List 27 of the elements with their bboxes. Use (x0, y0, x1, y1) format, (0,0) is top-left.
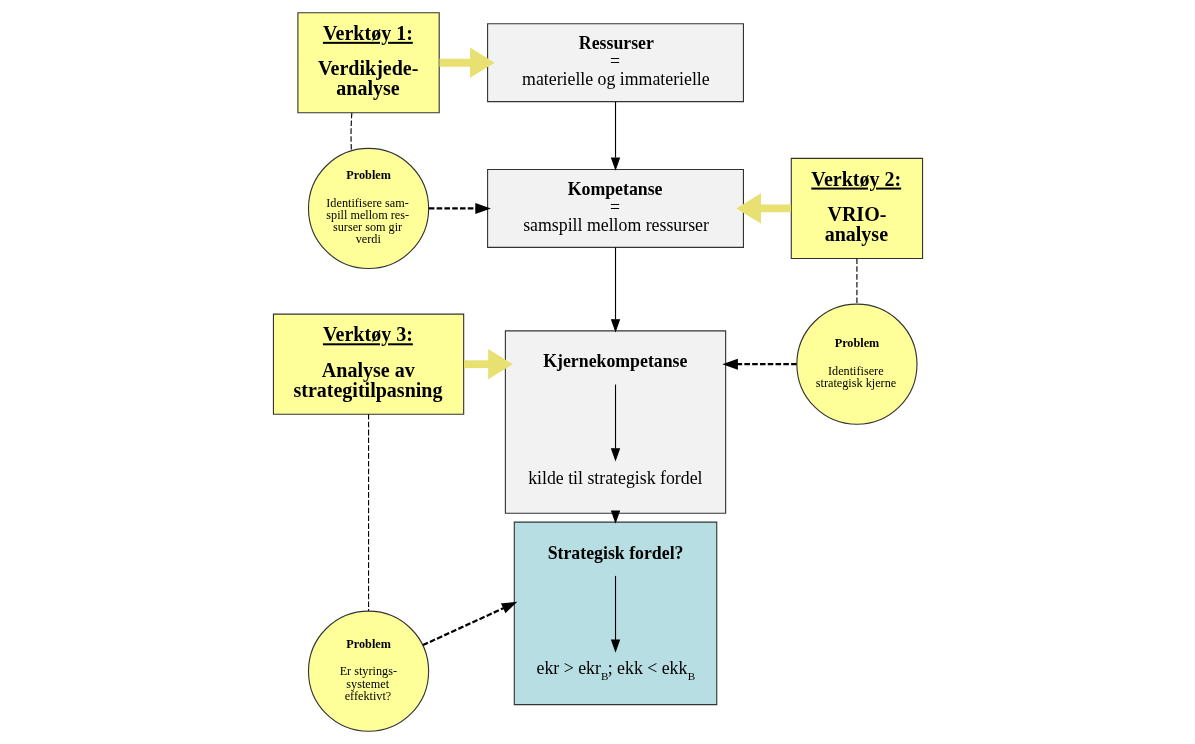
node-box: Verktøy 2: VRIO- analyse (790, 157, 923, 260)
arrow (463, 349, 513, 380)
connector (350, 112, 352, 152)
arrow (610, 101, 620, 171)
node-box: Kompetanse = samspill mellom ressurser (486, 169, 744, 248)
node-box: Verktøy 1: Verdikjede- analyse (296, 12, 440, 114)
arrow (438, 47, 495, 78)
arrow (610, 246, 620, 333)
node-box: Ressurser = materielle og immaterielle (486, 23, 744, 103)
arrow (422, 601, 517, 647)
arrow (610, 575, 620, 653)
node-circle: Problem Identifisere sam- spill mellom res- surser som gir verdi (307, 147, 429, 270)
node-circle: Problem Identifisere strategisk kjerne (795, 303, 918, 425)
arrow (735, 193, 791, 224)
node-text: kilde til strategisk fordel (527, 468, 703, 489)
cluster (504, 330, 726, 514)
arrow (428, 203, 491, 214)
connector (367, 413, 369, 612)
arrow (721, 358, 797, 370)
cluster (513, 521, 717, 706)
connector (855, 258, 857, 305)
node-text: ekr > ekr$_{B}$; ekk < ekk$_{B}$ (536, 658, 695, 683)
node-box: Verktøy 3: Analyse av strategitilpasning (272, 313, 464, 415)
node-text: Strategisk fordel? (547, 542, 683, 563)
arrow (610, 384, 620, 462)
node-text: Kjernekompetanse (542, 351, 687, 372)
node-circle: Problem Er styrings- systemet effektivt? (307, 610, 429, 732)
